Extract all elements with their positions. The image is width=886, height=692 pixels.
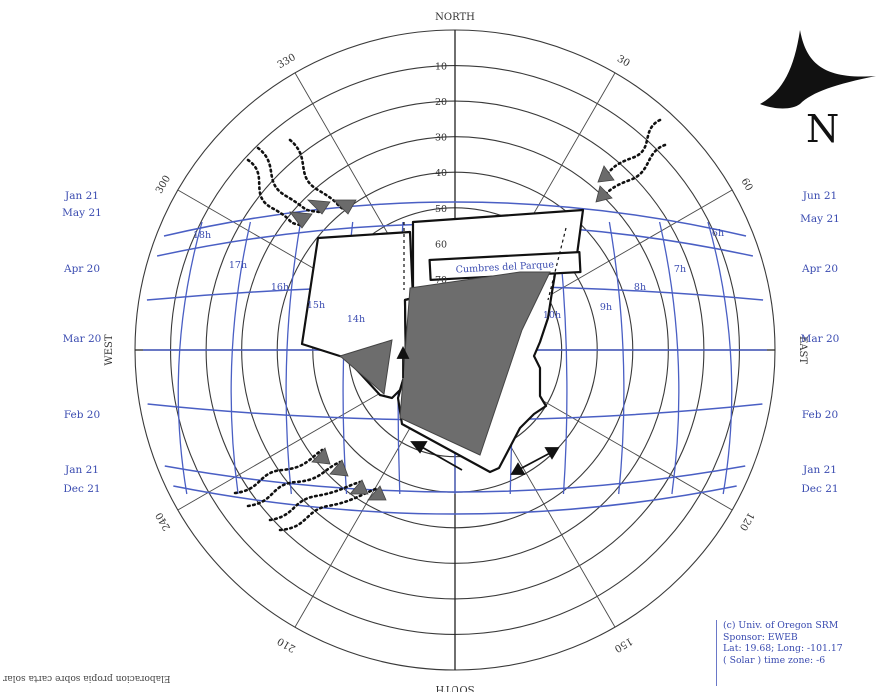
- caption: Elaboracion propia sobre carta solar: [3, 673, 171, 683]
- altitude-label: 30: [435, 133, 447, 144]
- date-label-right: Feb 20: [802, 409, 838, 421]
- circulation-arrow: [419, 445, 463, 471]
- west-label: WEST: [104, 334, 115, 365]
- arrowhead: [333, 199, 357, 215]
- azimuth-label: 150: [612, 635, 634, 654]
- arrowhead: [311, 447, 331, 465]
- hour-line: [658, 221, 680, 495]
- north-arrow: N: [760, 30, 876, 151]
- credit-line: ( Solar ) time zone: -6: [723, 654, 826, 666]
- access-path: [547, 227, 567, 301]
- compass-letter: N: [806, 107, 839, 151]
- arrowhead: [329, 459, 349, 477]
- hour-label: 7h: [674, 264, 686, 275]
- altitude-label: 50: [435, 204, 447, 215]
- credit-line: Lat: 19.68; Long: -101.17: [723, 643, 843, 655]
- arrowhead: [544, 447, 560, 460]
- arrowhead: [396, 345, 410, 359]
- hour-label: 16h: [271, 282, 289, 293]
- south-label: SOUTH: [435, 683, 474, 692]
- sun-path-curves: [143, 201, 767, 515]
- arrowhead: [595, 185, 613, 203]
- date-label-left: Jan 21: [64, 464, 99, 476]
- hour-line: [285, 221, 302, 495]
- hour-line: [608, 221, 625, 495]
- hour-line: [707, 221, 733, 495]
- date-label-right: Jun 21: [802, 190, 837, 202]
- arrowhead: [367, 485, 387, 501]
- shadow-mask: [399, 271, 551, 456]
- wind-arrow: [278, 486, 380, 532]
- azimuth-label: 120: [737, 510, 756, 532]
- azimuth-label: 240: [154, 510, 173, 532]
- wind-arrow: [246, 158, 302, 227]
- altitude-label: 20: [435, 97, 447, 108]
- altitude-label: 70: [435, 275, 447, 286]
- hour-label: 15h: [307, 300, 325, 311]
- hour-label: 6h: [712, 228, 724, 239]
- hour-label: 8h: [634, 282, 646, 293]
- north-label: NORTH: [435, 12, 475, 23]
- credit-line: Sponsor: EWEB: [723, 631, 798, 643]
- arrowhead: [410, 441, 428, 454]
- wind-arrow: [598, 118, 662, 182]
- arrowhead: [289, 211, 313, 229]
- sun-path-curve: [163, 201, 747, 237]
- azimuth-label: 60: [738, 176, 754, 193]
- date-label-left: Feb 20: [64, 409, 100, 421]
- date-label-left: Apr 20: [63, 263, 100, 275]
- circulation-arrow: [517, 451, 553, 471]
- date-label-right: Jan 21: [802, 464, 837, 476]
- diagram-labels: NORTH SOUTH EAST WEST 30 60 120 150 210 240 300 330…: [62, 12, 840, 692]
- altitude-label: 60: [435, 239, 447, 250]
- shadow-mask-west: [338, 339, 393, 395]
- credit-line: (c) Univ. of Oregon SRM: [723, 620, 839, 631]
- date-label-left: Dec 21: [63, 483, 100, 495]
- date-label-right: Apr 20: [801, 263, 838, 275]
- azimuth-label: 210: [276, 635, 298, 654]
- site-label: Cumbres del Parque: [456, 259, 555, 275]
- hour-label: 14h: [347, 314, 365, 325]
- wind-arrow: [268, 480, 362, 522]
- circulation-arrows: [396, 345, 560, 475]
- wind-arrow: [233, 448, 324, 495]
- hour-label: 10h: [543, 310, 561, 321]
- date-label-left: Jan 21: [64, 190, 99, 202]
- azimuth-label: 30: [615, 54, 632, 70]
- wind-arrow: [288, 138, 347, 212]
- azimuth-label: 330: [276, 52, 298, 71]
- arrowhead: [597, 165, 615, 183]
- hour-label: 17h: [229, 260, 247, 271]
- altitude-label: 40: [435, 168, 447, 179]
- azimuth-label: 300: [154, 174, 173, 196]
- hour-label: 18h: [193, 230, 211, 241]
- wind-arrowheads: [289, 165, 615, 501]
- hour-label: 9h: [600, 302, 612, 313]
- wind-arrow: [246, 460, 342, 508]
- arrowhead: [306, 199, 331, 215]
- credits-box: (c) Univ. of Oregon SRM Sponsor: EWEB La…: [716, 620, 882, 686]
- date-label-right: Dec 21: [801, 483, 838, 495]
- east-label: EAST: [797, 336, 808, 364]
- date-label-left: May 21: [62, 207, 102, 219]
- arrowhead: [510, 462, 526, 475]
- sun-path-curve: [173, 485, 737, 515]
- date-label-right: May 21: [800, 213, 840, 225]
- date-label-left: Mar 20: [63, 333, 102, 345]
- hour-line: [177, 221, 203, 495]
- altitude-label: 10: [435, 62, 447, 73]
- date-label-right: Mar 20: [801, 333, 840, 345]
- hour-line: [230, 221, 252, 495]
- arrowhead: [349, 479, 369, 495]
- wind-arrow: [256, 146, 322, 214]
